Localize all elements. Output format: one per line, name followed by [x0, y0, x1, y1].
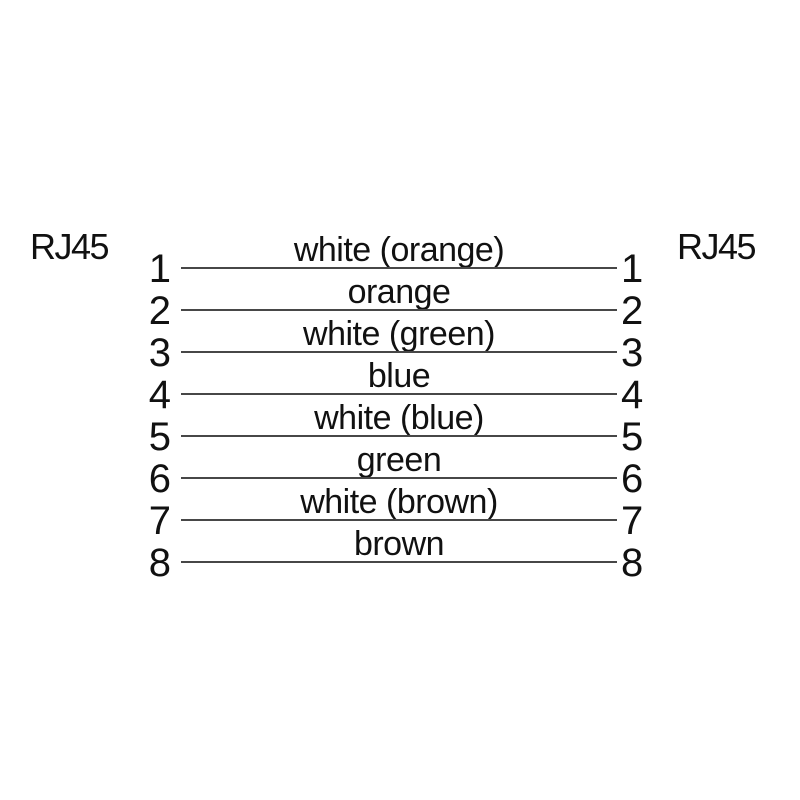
- left-connector-label: RJ45: [30, 226, 110, 267]
- left-pin-number: 3: [148, 331, 171, 375]
- wire-color-label: white (brown): [300, 483, 498, 521]
- wire-color-label: white (green): [303, 315, 495, 353]
- left-pin-number: 4: [148, 373, 171, 417]
- left-pin-number: 5: [148, 415, 171, 459]
- wire-color-label: brown: [353, 525, 445, 563]
- right-pin-number: 8: [621, 541, 644, 585]
- wire-line: [181, 561, 617, 563]
- wire-line: [181, 477, 617, 479]
- wire-color-label: green: [356, 441, 442, 479]
- right-pin-number: 7: [621, 499, 644, 543]
- left-pin-number: 8: [148, 541, 171, 585]
- wire-color-label: orange: [347, 273, 451, 311]
- left-pin-number: 7: [148, 499, 171, 543]
- wire-color-label: white (blue): [314, 399, 484, 437]
- wire-line: [181, 435, 617, 437]
- wire-color-label: white (orange): [293, 231, 505, 269]
- wire-line: [181, 267, 617, 269]
- left-pin-number: 6: [148, 457, 171, 501]
- right-pin-number: 2: [621, 289, 644, 333]
- right-pin-number: 1: [621, 247, 644, 291]
- right-pin-number: 5: [621, 415, 644, 459]
- wire-line: [181, 309, 617, 311]
- right-pin-number: 6: [621, 457, 644, 501]
- right-pin-number: 3: [621, 331, 644, 375]
- right-pin-number: 4: [621, 373, 644, 417]
- wire-line: [181, 351, 617, 353]
- right-connector-label: RJ45: [677, 226, 757, 267]
- left-pin-number: 2: [148, 289, 171, 333]
- left-pin-number: 1: [148, 247, 171, 291]
- wire-color-label: blue: [367, 357, 431, 395]
- wire-line: [181, 393, 617, 395]
- wire-line: [181, 519, 617, 521]
